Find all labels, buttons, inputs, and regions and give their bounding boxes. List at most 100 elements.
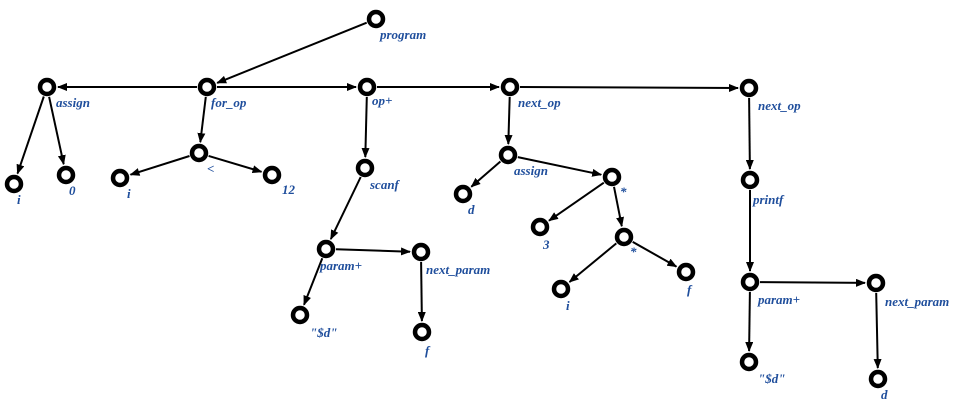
- tree-edge-n2-n8: [48, 96, 66, 166]
- node-circle: [530, 217, 550, 237]
- node-circle: [500, 77, 520, 97]
- tree-edge-n3-n9: [197, 96, 207, 144]
- tree-node: param+: [740, 272, 800, 307]
- node-circle: [739, 78, 759, 98]
- node-circle: [412, 322, 432, 342]
- node-label: next_op: [518, 95, 561, 110]
- tree-edge-n12-n13: [329, 176, 362, 241]
- node-label: next_param: [426, 262, 490, 277]
- node-circle: [614, 227, 634, 247]
- edges-layer: [16, 21, 882, 369]
- tree-edge-n21-n22: [568, 242, 617, 283]
- tree-node: op+: [357, 77, 392, 108]
- node-label: 3: [542, 237, 550, 252]
- node-circle: [498, 145, 518, 165]
- node-label: assign: [56, 95, 90, 110]
- tree-edge-n19-n20: [548, 181, 605, 222]
- node-label: next_param: [885, 294, 949, 309]
- tree-node: <: [189, 143, 214, 176]
- node-circle: [4, 174, 24, 194]
- nodes-layer: program assign for_op op+ next_op next_opi 0 < i…: [4, 9, 949, 402]
- node-circle: [676, 262, 696, 282]
- tree-node: i: [4, 174, 24, 207]
- node-label: i: [17, 192, 21, 207]
- tree-edge-n19-n21: [613, 186, 624, 228]
- tree-node: "$d": [739, 352, 785, 386]
- tree-edge-n25-n27: [745, 291, 754, 352]
- node-label: "$d": [758, 371, 785, 386]
- node-circle: [197, 77, 217, 97]
- node-label: assign: [514, 163, 548, 178]
- node-circle: [262, 165, 282, 185]
- node-label: 12: [282, 182, 296, 197]
- node-circle: [551, 279, 571, 299]
- node-label: d: [468, 202, 475, 217]
- tree-edge-n17-n18: [470, 160, 502, 188]
- tree-edge-n4-n12: [361, 96, 370, 158]
- tree-node: f: [412, 322, 432, 358]
- node-label: d: [881, 387, 888, 402]
- node-circle: [739, 352, 759, 372]
- node-circle: [316, 239, 336, 259]
- tree-node: param+: [316, 239, 362, 273]
- node-circle: [411, 242, 431, 262]
- node-circle: [602, 167, 622, 187]
- tree-edge-n21-n23: [632, 241, 678, 268]
- tree-edge-n17-n19: [517, 156, 603, 177]
- tree-node: 12: [262, 165, 296, 197]
- node-circle: [366, 9, 386, 29]
- tree-edge-n5-n6: [519, 83, 739, 92]
- tree-node: next_param: [411, 242, 490, 277]
- node-label: <: [207, 161, 214, 176]
- node-label: 0: [69, 183, 76, 198]
- node-label: program: [379, 27, 426, 42]
- tree-node: 3: [530, 217, 550, 252]
- tree-edge-n5-n17: [504, 96, 513, 145]
- tree-node: assign: [37, 77, 90, 110]
- node-circle: [290, 305, 310, 325]
- tree-node: *: [614, 227, 637, 259]
- node-label: printf: [752, 192, 785, 207]
- tree-node: scanf: [355, 158, 401, 192]
- node-circle: [868, 369, 888, 389]
- tree-edge-n2-n7: [16, 96, 45, 175]
- node-circle: [357, 77, 377, 97]
- node-circle: [740, 272, 760, 292]
- node-circle: [56, 165, 76, 185]
- node-circle: [453, 184, 473, 204]
- tree-edge-n9-n10: [129, 155, 190, 176]
- tree-node: i: [110, 168, 131, 201]
- node-label: "$d": [310, 325, 337, 340]
- tree-node: 0: [56, 165, 76, 198]
- tree-node: d: [453, 184, 475, 217]
- tree-node: i: [551, 279, 571, 313]
- node-label: i: [566, 298, 570, 313]
- tree-edge-n14-n16: [417, 261, 426, 322]
- tree-edge-n13-n15: [303, 257, 324, 306]
- tree-edge-n25-n26: [759, 278, 866, 287]
- tree-edge-n1-n3: [216, 21, 368, 84]
- tree-node: "$d": [290, 305, 337, 340]
- node-circle: [355, 158, 375, 178]
- node-label: *: [630, 244, 637, 259]
- node-circle: [189, 143, 209, 163]
- tree-edge-n26-n28: [873, 292, 882, 369]
- tree-node: for_op: [197, 77, 247, 110]
- node-label: param+: [319, 258, 362, 273]
- node-label: next_op: [758, 98, 801, 113]
- tree-edge-n6-n24: [745, 97, 754, 170]
- node-label: f: [425, 343, 431, 358]
- tree-node: next_op: [500, 77, 561, 110]
- tree-node: f: [676, 262, 696, 297]
- tree-node: program: [366, 9, 426, 42]
- node-circle: [740, 170, 760, 190]
- tree-node: d: [868, 369, 888, 402]
- tree-edge-n13-n14: [335, 247, 411, 256]
- node-circle: [37, 77, 57, 97]
- node-label: i: [127, 186, 131, 201]
- tree-node: next_param: [866, 273, 949, 309]
- node-circle: [110, 168, 130, 188]
- tree-node: printf: [740, 170, 785, 207]
- node-circle: [866, 273, 886, 293]
